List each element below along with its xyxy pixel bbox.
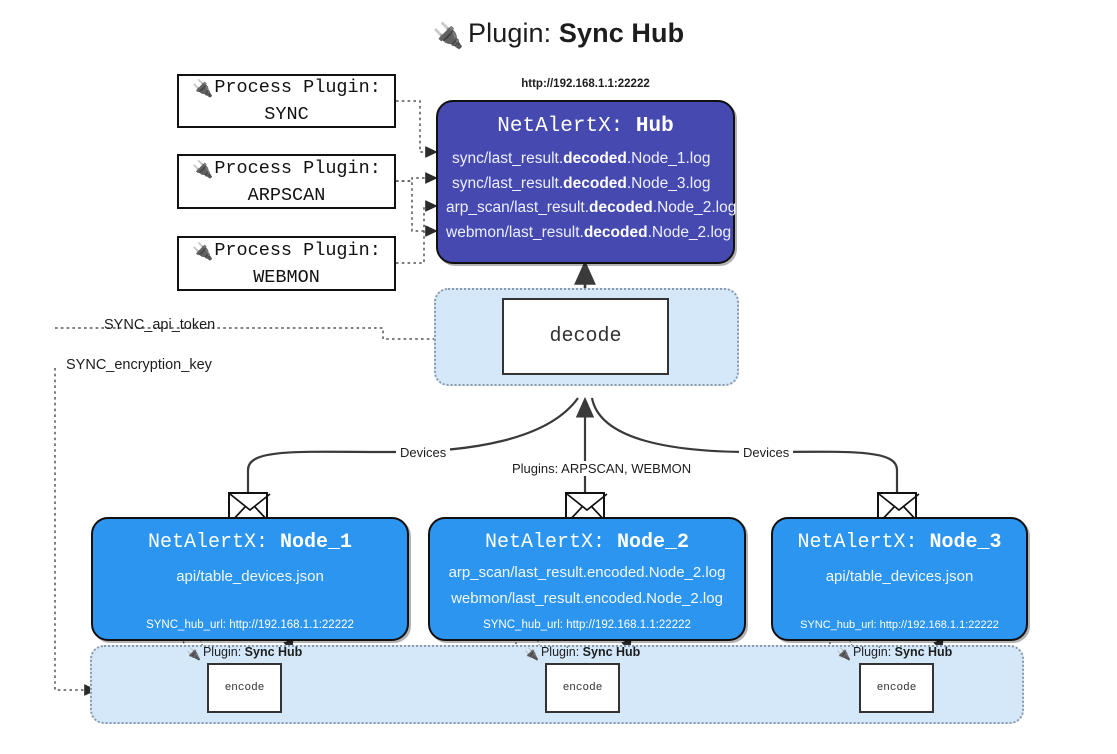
encode-plugin-label: 🔌Plugin: Sync Hub: [186, 645, 303, 661]
plug-icon: 🔌: [524, 647, 539, 661]
process-plugin-name: SYNC: [264, 104, 309, 125]
process-plugin-name: ARPSCAN: [247, 184, 326, 206]
encode-plugin-label: 🔌Plugin: Sync Hub: [836, 645, 953, 661]
edge-label-plugins-center: Plugins: ARPSCAN, WEBMON: [508, 461, 696, 476]
hub-title-prefix: NetAlertX:: [497, 115, 624, 138]
process-plugin-box-arpscan[interactable]: 🔌Process Plugin: ARPSCAN: [177, 154, 396, 209]
title-prefix: Plugin:: [468, 18, 552, 48]
encode-box-node-1[interactable]: encode: [207, 663, 282, 713]
node-hub-url: SYNC_hub_url: http://192.168.1.1:22222: [146, 619, 354, 631]
page-title: 🔌Plugin: Sync Hub: [0, 18, 1117, 51]
hub-log-item: sync/last_result.decoded.Node_3.log: [452, 174, 711, 192]
process-plugin-box-webmon[interactable]: 🔌Process Plugin: WEBMON: [177, 236, 396, 291]
edge-label-devices-right: Devices: [739, 445, 794, 460]
node-hub-url: SYNC_hub_url: http://192.168.1.1:22222: [483, 619, 691, 631]
plug-icon: 🔌: [192, 241, 214, 262]
decode-box[interactable]: decode: [502, 298, 669, 375]
encode-box-node-2[interactable]: encode: [545, 663, 620, 713]
hub-url-label: http://192.168.1.1:22222: [521, 78, 650, 90]
secret-label-encryption-key: SYNC_encryption_key: [66, 357, 212, 373]
envelope-icon: [877, 492, 920, 524]
hub-title-name: Hub: [635, 115, 674, 138]
plug-icon: 🔌: [192, 159, 214, 180]
node-hub-url: SYNC_hub_url: http://192.168.1.1:22222: [800, 619, 999, 631]
process-plugin-label: Process Plugin:: [214, 157, 381, 179]
envelope-icon: [228, 492, 271, 524]
node-box-node-1[interactable]: NetAlertX: Node_1 api/table_devices.json…: [91, 517, 409, 641]
hub-box[interactable]: NetAlertX: Hub sync/last_result.decoded.…: [436, 100, 737, 264]
node-log-list: api/table_devices.json: [773, 564, 1026, 590]
process-plugin-label: Process Plugin:: [214, 77, 381, 98]
plug-icon: 🔌: [192, 79, 214, 99]
hub-log-item: arp_scan/last_result.decoded.Node_2.log: [446, 199, 737, 216]
process-plugin-box-sync[interactable]: 🔌Process Plugin: SYNC: [177, 74, 396, 128]
secret-label-api-token: SYNC_api_token: [104, 317, 216, 333]
process-plugin-name: WEBMON: [253, 266, 320, 288]
plug-icon: 🔌: [836, 647, 851, 661]
node-log-list: api/table_devices.json: [93, 564, 407, 590]
node-log-item: api/table_devices.json: [825, 568, 974, 585]
edge-label-devices-left: Devices: [396, 445, 451, 460]
node-log-item: arp_scan/last_result.encoded.Node_2.log: [448, 564, 726, 581]
hub-title: NetAlertX: Hub: [438, 115, 733, 138]
hub-log-list: sync/last_result.decoded.Node_1.log sync…: [438, 147, 737, 245]
node-title: NetAlertX: Node_3: [797, 531, 1002, 554]
process-plugin-label: Process Plugin:: [214, 239, 381, 261]
node-box-node-2[interactable]: NetAlertX: Node_2 arp_scan/last_result.e…: [428, 517, 746, 641]
node-log-item: api/table_devices.json: [176, 568, 324, 585]
node-box-node-3[interactable]: NetAlertX: Node_3 api/table_devices.json…: [771, 517, 1028, 641]
encode-box-node-3[interactable]: encode: [859, 663, 934, 713]
node-log-list: arp_scan/last_result.encoded.Node_2.log …: [430, 560, 744, 612]
encode-plugin-label: 🔌Plugin: Sync Hub: [524, 645, 641, 661]
hub-log-item: sync/last_result.decoded.Node_1.log: [452, 150, 711, 167]
hub-log-item: webmon/last_result.decoded.Node_2.log: [446, 223, 732, 241]
node-title: NetAlertX: Node_1: [147, 531, 353, 554]
plug-icon: 🔌: [432, 22, 465, 50]
node-log-item: webmon/last_result.encoded.Node_2.log: [451, 590, 723, 607]
plug-icon: 🔌: [186, 647, 201, 661]
title-name: Sync Hub: [558, 18, 685, 48]
node-title: NetAlertX: Node_2: [484, 531, 690, 554]
